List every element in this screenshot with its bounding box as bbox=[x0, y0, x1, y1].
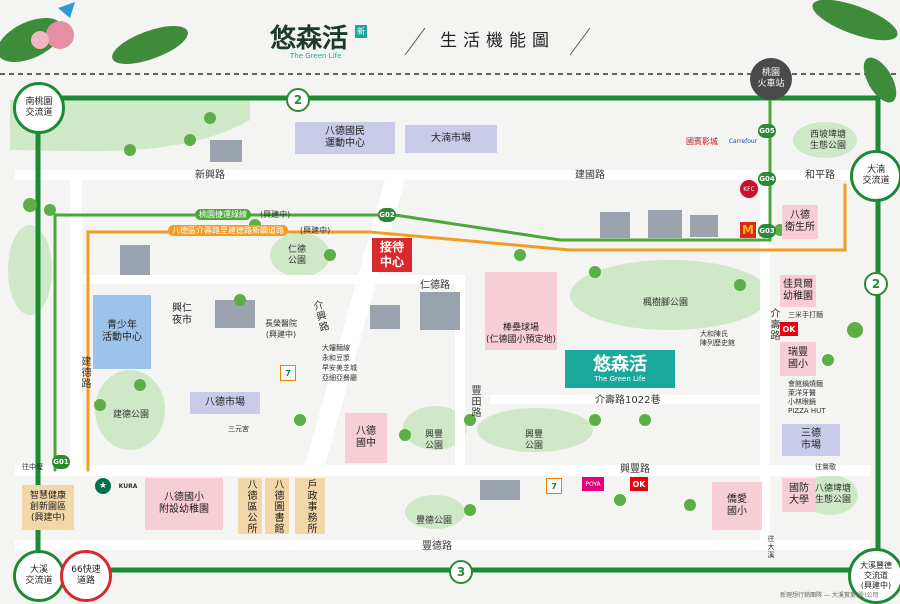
taoyuan-train-station: 桃園 火車站 bbox=[750, 58, 792, 100]
title-slashes bbox=[404, 27, 591, 56]
qiaoai-es: 僑愛 國小 bbox=[712, 482, 762, 530]
route-2-right: 2 bbox=[864, 272, 888, 296]
seven-eleven-logo-1: 7 bbox=[280, 365, 296, 381]
xingfeng-park-2: 興豐 公園 bbox=[525, 430, 544, 451]
road-jiande: 建德路 bbox=[79, 356, 90, 389]
shop-list-right: 會館鍋燒麵 萊洋牙醫 小林眼鏡 PIZZA HUT bbox=[788, 380, 826, 415]
road66: 66快速 道路 bbox=[60, 550, 112, 602]
project-site[interactable]: 悠森活 The Green Life bbox=[565, 350, 675, 388]
xingren-night-market: 興仁 夜市 bbox=[172, 303, 192, 326]
national-defense-univ: 國防 大學 bbox=[782, 478, 816, 512]
ruifeng-es: 瑞豐 國小 bbox=[780, 342, 816, 376]
bade-sports-center: 八德國民 運動中心 bbox=[295, 122, 395, 154]
bade-jh: 八德 國中 bbox=[345, 413, 387, 463]
daxin-market: 大湳市場 bbox=[405, 125, 497, 153]
route-g04: G04 bbox=[758, 172, 776, 186]
road-jieshou: 介壽路 bbox=[768, 308, 779, 341]
mrt-green-status: (興建中) bbox=[260, 210, 291, 219]
to-zhongli: 往中壢 bbox=[22, 463, 43, 471]
kfc-logo: KFC bbox=[740, 180, 758, 198]
bade-district-office: 八德區公所 bbox=[238, 478, 262, 534]
route-3-bottom: 3 bbox=[449, 560, 473, 584]
youth-center: 青少年 活動中心 bbox=[93, 295, 151, 369]
ok-mart-logo-2: OK bbox=[780, 322, 798, 336]
daxi-ic: 大溪 交流道 bbox=[13, 550, 65, 602]
jiande-park: 建德公園 bbox=[113, 410, 150, 420]
sanyuan-temple: 三元宮 bbox=[228, 425, 249, 433]
kura-sushi-logo: KURA bbox=[118, 482, 138, 490]
household-office: 戶政事務所 bbox=[295, 478, 325, 534]
road-fengde: 豐德路 bbox=[422, 541, 452, 552]
to-yingge: 往鶯歌 bbox=[815, 463, 836, 471]
route-g05: G05 bbox=[758, 124, 776, 138]
bade-health-center: 八德 衛生所 bbox=[782, 205, 818, 239]
footer-credit: 新理想行銷團隊 — 大溪實業(股)公司 bbox=[780, 592, 879, 599]
rende-park: 仁德 公園 bbox=[288, 245, 307, 266]
project-subtitle: The Green Life bbox=[594, 374, 646, 383]
road-xingfeng: 興豐路 bbox=[620, 464, 650, 475]
to-daxi: 往大溪 bbox=[767, 535, 775, 559]
xipo-park: 西坡埤塘 生態公園 bbox=[810, 130, 847, 151]
road-heping: 和平路 bbox=[805, 170, 835, 181]
road-rende: 仁德路 bbox=[420, 280, 450, 291]
map-title: 生活機能圖 bbox=[440, 31, 555, 51]
changrong-hospital: 長榮醫院 (興建中) bbox=[265, 319, 297, 339]
mrt-green-label: 桃園捷運綠線 bbox=[195, 209, 251, 220]
fengde-park: 豐德公園 bbox=[416, 516, 453, 526]
bade-library: 八德圖書館 bbox=[265, 478, 289, 534]
poya-logo: POYA bbox=[582, 477, 604, 491]
brand-subtitle: The Green Life bbox=[290, 52, 342, 60]
cinema-logo: 國賓影城 bbox=[686, 136, 718, 146]
route-g03: G03 bbox=[758, 224, 776, 238]
reception-center[interactable]: 接待 中心 bbox=[372, 238, 412, 272]
project-name: 悠森活 bbox=[593, 353, 647, 375]
bridge-label: 八德區介壽路至建德路新闢道路 bbox=[168, 225, 288, 236]
route-g02: G02 bbox=[378, 208, 396, 222]
road-jianguo: 建國路 bbox=[575, 170, 605, 181]
route-2-top: 2 bbox=[286, 88, 310, 112]
mcdonalds-logo: M bbox=[740, 222, 756, 238]
food-list-1: 大嬸麵線 永和豆漿 早安美芝城 亞細亞餐廳 bbox=[322, 344, 357, 382]
dahe-museum: 大和陳氏 陳列歷史館 bbox=[700, 330, 735, 347]
starbucks-logo: ★ bbox=[95, 478, 111, 494]
bade-market: 八德市場 bbox=[190, 392, 260, 414]
baseball-field: 棒壘球場 (仁德國小預定地) bbox=[485, 272, 557, 350]
xingfeng-park-1: 興豐 公園 bbox=[425, 430, 444, 451]
shop-sanmi: 三米手打麵 bbox=[788, 311, 823, 319]
bridge-status: (興建中) bbox=[300, 226, 331, 235]
carrefour-logo: Carrefour bbox=[728, 137, 758, 145]
brand-tag: 新 bbox=[355, 25, 367, 38]
route-g01: G01 bbox=[52, 455, 70, 469]
fengshu-park: 楓樹腳公園 bbox=[643, 298, 689, 308]
daxi-east-ic: 大湳 交流道 bbox=[850, 150, 900, 202]
smart-health-park: 智慧健康 創新園區 (興建中) bbox=[22, 485, 74, 530]
bade-es-kindergarten: 八德國小 附設幼稚園 bbox=[145, 478, 223, 530]
nankang-ic: 南桃園 交流道 bbox=[13, 82, 65, 134]
road-xinxing: 新興路 bbox=[195, 170, 225, 181]
ok-mart-logo: OK bbox=[630, 477, 648, 491]
brand-logo: 悠森活 bbox=[270, 24, 349, 54]
seven-eleven-logo-2: 7 bbox=[546, 478, 562, 494]
road-fengtian: 豐田路 bbox=[469, 385, 480, 418]
road-jieshou-1022: 介壽路1022巷 bbox=[595, 395, 661, 406]
sande-market: 三德 市場 bbox=[782, 424, 840, 456]
bade-pond-park: 八德埤塘 生態公園 bbox=[815, 484, 852, 505]
jiabei-kindergarten: 佳貝爾 幼稚園 bbox=[780, 275, 816, 307]
